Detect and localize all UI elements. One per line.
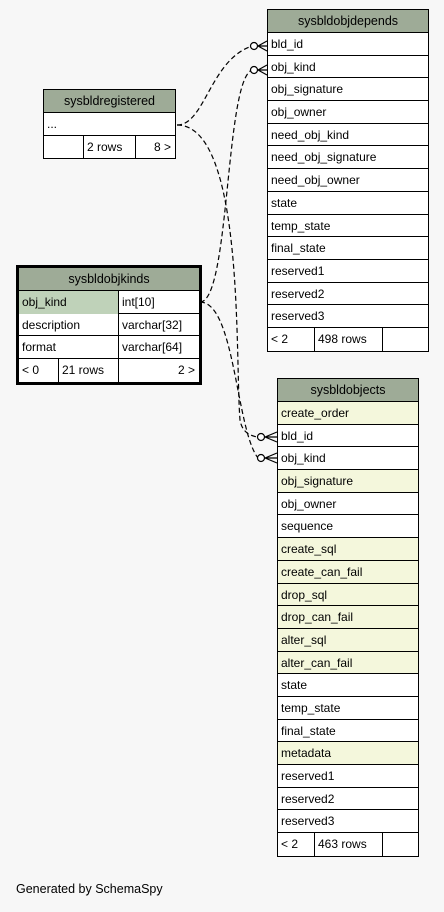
table-row: bld_id (268, 33, 428, 56)
table-row: need_obj_kind (268, 124, 428, 147)
table-row: final_state (268, 237, 428, 260)
crowfoot-depends-objkind (249, 65, 259, 75)
table-row: metadata (278, 742, 418, 765)
table-title: sysbldobjkinds (19, 268, 199, 291)
crowfoot-objects-bldid (256, 432, 266, 442)
table-row: bld_id (278, 425, 418, 448)
edge-registered-depends-bldid (176, 45, 253, 126)
table-footer: < 2 463 rows (278, 833, 418, 856)
table-row: need_obj_signature (268, 146, 428, 170)
table-title: sysbldregistered (44, 90, 175, 113)
table-row: drop_can_fail (278, 606, 418, 629)
table-row: reserved3 (268, 305, 428, 328)
table-row: temp_state (278, 697, 418, 720)
table-row: obj_kind (268, 56, 428, 79)
table-row: obj_kind (278, 447, 418, 471)
edge-kinds-depends-objkind (199, 69, 253, 303)
table-row: reserved1 (268, 260, 428, 283)
table-row: obj_signature (268, 78, 428, 102)
table-sysbldobjkinds[interactable]: sysbldobjkinds obj_kind int[10] descript… (16, 265, 202, 385)
table-footer: 2 rows 8 > (44, 135, 175, 159)
table-row: temp_state (268, 215, 428, 238)
table-row: obj_owner (278, 493, 418, 516)
table-footer: < 0 21 rows 2 > (19, 359, 199, 382)
table-row: create_order (278, 402, 418, 425)
table-row: state (268, 192, 428, 215)
table-title: sysbldobjects (278, 379, 418, 402)
table-row: drop_sql (278, 583, 418, 607)
table-row: sequence (278, 515, 418, 539)
table-row: state (278, 674, 418, 697)
table-row: obj_signature (278, 470, 418, 493)
edge-kinds-objects-objkind (199, 301, 259, 459)
table-title: sysbldobjdepends (268, 10, 428, 33)
table-row: create_can_fail (278, 560, 418, 584)
table-footer: < 2 498 rows (268, 327, 428, 351)
crowfoot-depends-bldid (249, 41, 259, 51)
edge-registered-objects-bldid (176, 124, 259, 438)
table-row: alter_can_fail (278, 651, 418, 675)
table-row: reserved1 (278, 765, 418, 788)
table-row: alter_sql (278, 628, 418, 652)
table-row: reserved2 (278, 788, 418, 811)
table-row: obj_owner (268, 101, 428, 124)
generated-by-label: Generated by SchemaSpy (16, 882, 163, 896)
table-row: format varchar[64] (19, 336, 199, 360)
table-row: reserved2 (268, 283, 428, 306)
table-row: obj_kind int[10] (19, 291, 199, 314)
table-row: ... (44, 113, 175, 136)
table-row: create_sql (278, 538, 418, 561)
table-row: description varchar[32] (19, 313, 199, 337)
table-row: need_obj_owner (268, 169, 428, 192)
table-sysbldregistered[interactable]: sysbldregistered ... 2 rows 8 > (43, 89, 176, 160)
table-row: final_state (278, 720, 418, 743)
table-row: reserved3 (278, 810, 418, 834)
crowfoot-objects-objkind (256, 453, 266, 463)
